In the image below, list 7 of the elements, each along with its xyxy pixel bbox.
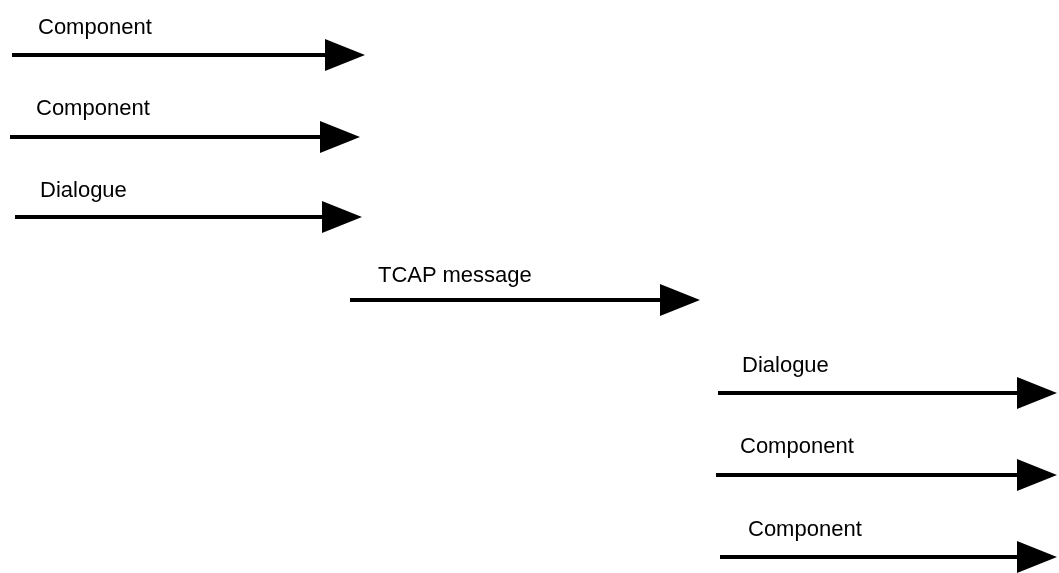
message-label: Component <box>740 433 854 459</box>
message-label: Component <box>748 516 862 542</box>
message-label: Component <box>36 95 150 121</box>
message-label: Component <box>38 14 152 40</box>
message-label: Dialogue <box>742 352 829 378</box>
message-label: TCAP message <box>378 262 532 288</box>
message-label: Dialogue <box>40 177 127 203</box>
